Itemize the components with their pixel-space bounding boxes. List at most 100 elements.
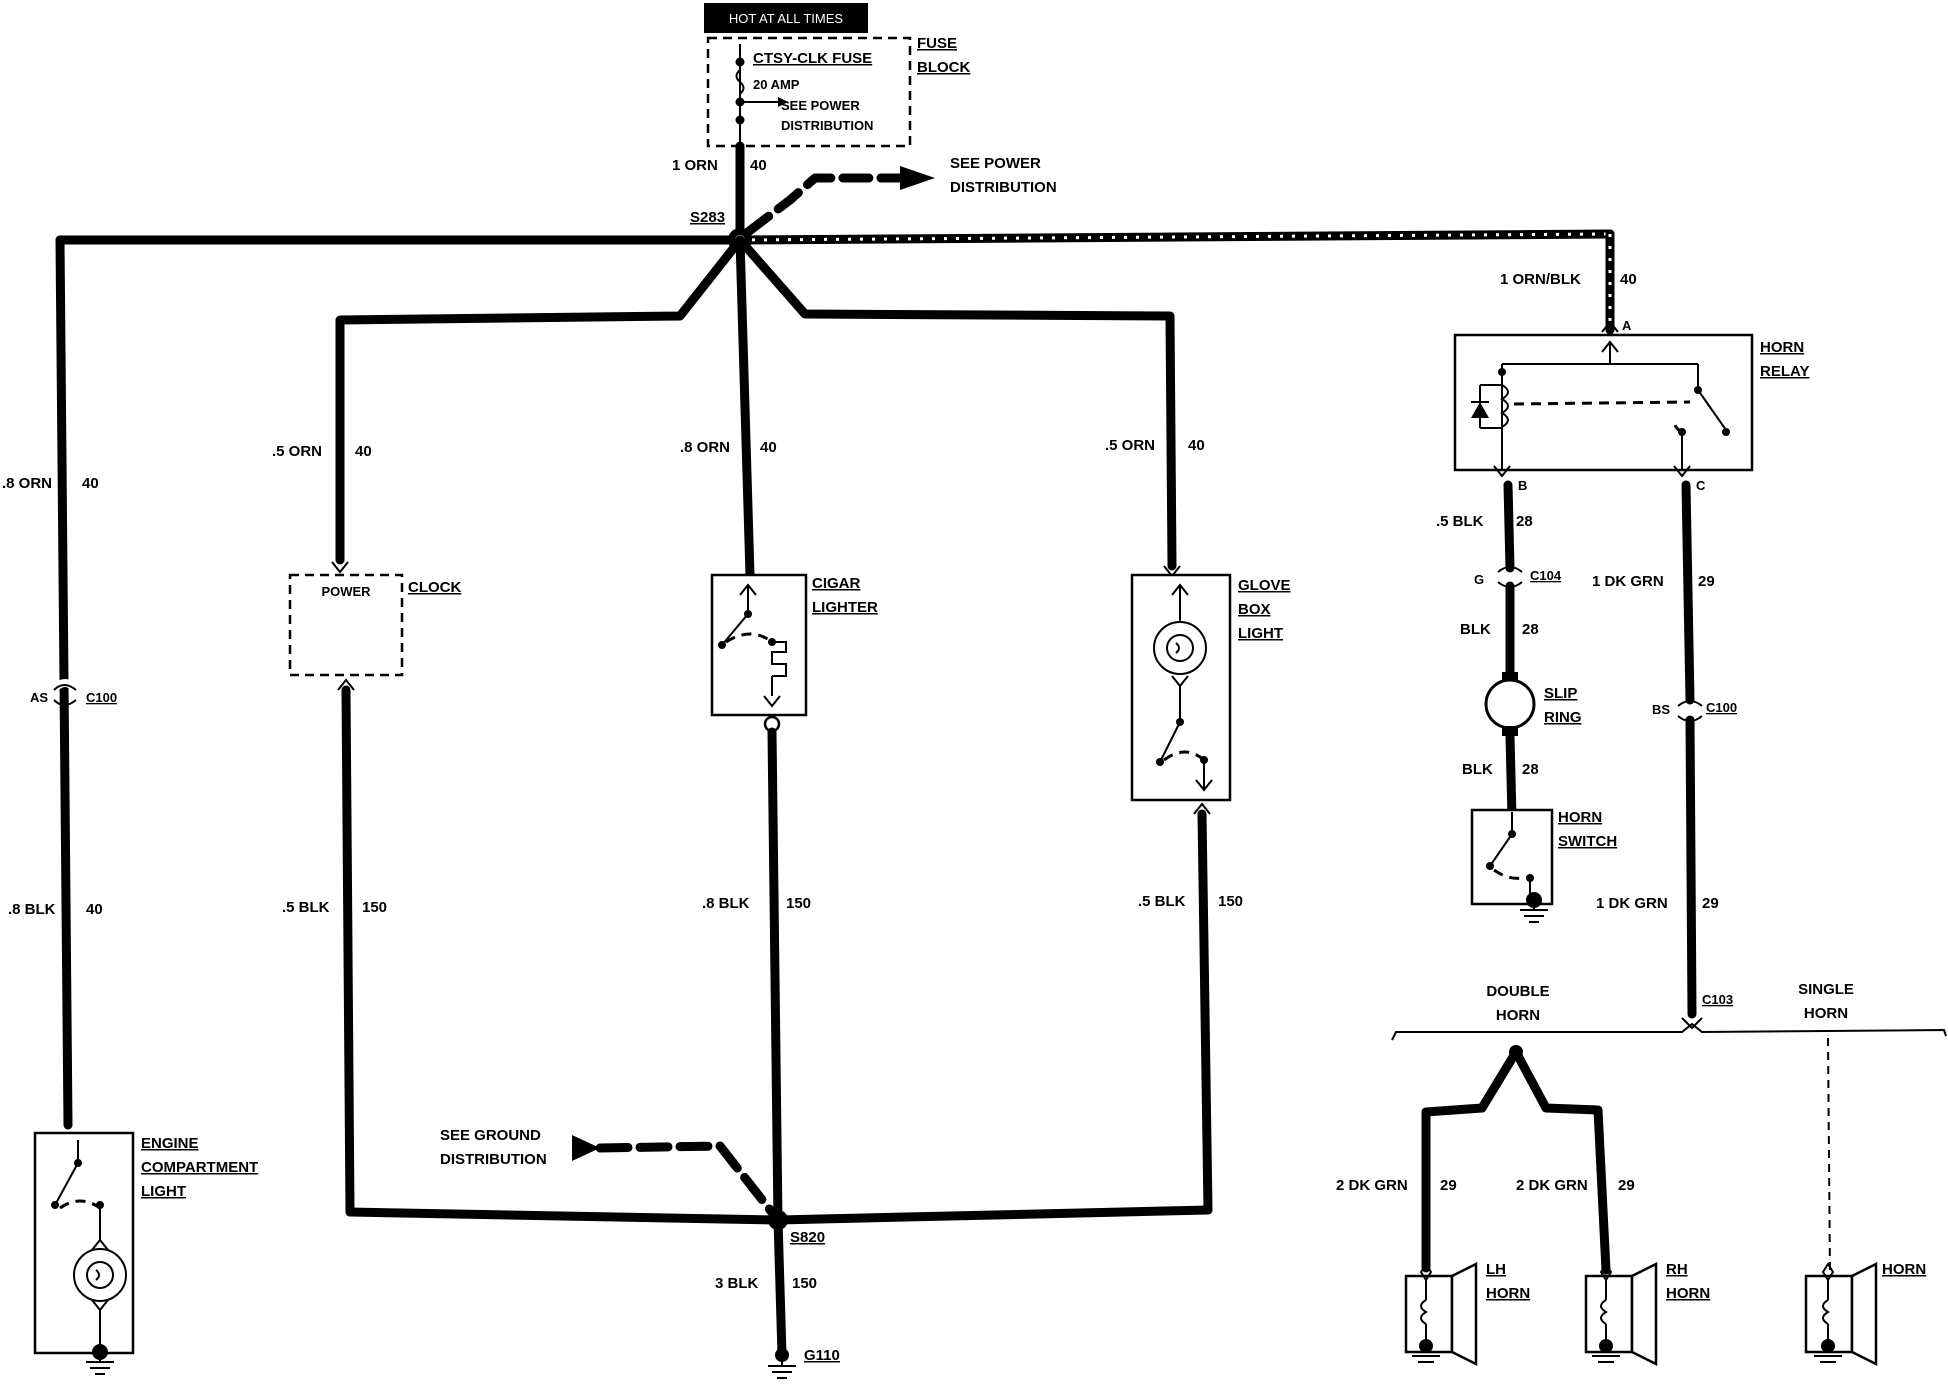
slip-ring-icon [1484,678,1536,730]
horn-output-circuit: 1 DK GRN 29 BS C100 1 DK GRN 29 C103 DOU… [1336,480,1947,1277]
fuse-rating: 20 AMP [753,77,800,92]
fuse-block-label-1: FUSE [917,35,957,52]
engine-compartment-light: ENGINE COMPARTMENT LIGHT [33,1131,258,1375]
g110-label: G110 [804,1347,840,1364]
ground-icon [86,1352,114,1375]
glove-label-3: LIGHT [1238,625,1283,642]
clock-top-color: .5 ORN [272,443,322,460]
c100-right-pin: BS [1652,702,1670,717]
cigar-top-color: .8 ORN [680,439,730,456]
horn-switch-ground-icon [1520,900,1548,923]
single-horn-2: HORN [1804,1005,1848,1022]
rh-horn: RH HORN [1584,1261,1710,1367]
eng-top-circuit: 40 [82,475,99,492]
rh-wire-circuit: 29 [1618,1177,1635,1194]
horn-switch-circuit: .5 BLK 28 G C104 BLK 28 SLIP RING BLK 28… [1436,480,1617,923]
relay-c2-circuit: 29 [1702,895,1719,912]
horn-label: HORN [1882,1261,1926,1278]
glove-bot-color: .5 BLK [1138,893,1186,910]
clock-top-circuit: 40 [355,443,372,460]
single-horn: HORN [1804,1261,1926,1367]
main-wire-color: 1 ORN [672,157,718,174]
c104-pin: G [1474,572,1484,587]
relay-c2-color: 1 DK GRN [1596,895,1668,912]
fuse-block: CTSY-CLK FUSE 20 AMP SEE POWER DISTRIBUT… [706,35,970,148]
clock-branch: .5 ORN 40 POWER CLOCK .5 BLK 150 [272,443,461,1217]
power-distribution-arrow: SEE POWER DISTRIBUTION [743,155,1057,237]
ground-distribution-arrow: SEE GROUND DISTRIBUTION [440,1127,783,1225]
horn-switch-label-1: HORN [1558,809,1602,826]
power-dist-line-2: DISTRIBUTION [950,179,1057,196]
relay-c-color: 1 DK GRN [1592,573,1664,590]
slip-label-1: SLIP [1544,685,1577,702]
relay-pin-c: C [1696,478,1706,493]
double-horn-1: DOUBLE [1486,983,1549,1000]
cigar-lighter [710,573,808,717]
c100-left-pin: AS [30,690,48,705]
g110-ground-icon [768,1355,796,1379]
main-feed-wire: 1 ORN 40 [672,141,767,243]
single-horn-icon [1850,1261,1878,1367]
c104-label: C104 [1530,568,1562,583]
cigar-branch: .8 ORN 40 CIGAR LIGHTER .8 BLK 150 [680,439,878,1227]
diode-icon [1471,402,1489,418]
rh-wire-color: 2 DK GRN [1516,1177,1588,1194]
clock-bot-circuit: 150 [362,899,387,916]
heater-element-icon [771,641,787,677]
clock-label: CLOCK [408,579,461,596]
glove-top-circuit: 40 [1188,437,1205,454]
eng-label-2: COMPARTMENT [141,1159,258,1176]
eng-label-3: LIGHT [141,1183,186,1200]
lh-label-2: HORN [1486,1285,1530,1302]
clock-power-label: POWER [321,584,371,599]
engine-lamp-icon [73,1248,127,1302]
clock-feed-wire [335,235,745,565]
cigar-bot-circuit: 150 [786,895,811,912]
slip-bot-circuit: 28 [1522,761,1539,778]
power-dist-line-1: SEE POWER [950,155,1041,172]
fuse-see-2: DISTRIBUTION [781,118,873,133]
slip-label-2: RING [1544,709,1582,726]
single-horn-1: SINGLE [1798,981,1854,998]
glove-label-1: GLOVE [1238,577,1291,594]
cigar-label-1: CIGAR [812,575,861,592]
eng-bot-circuit: 40 [86,901,103,918]
relay-label-1: HORN [1760,339,1804,356]
ground-wire-color: 3 BLK [715,1275,759,1292]
clock-bot-color: .5 BLK [282,899,330,916]
ground-dist-line-1: SEE GROUND [440,1127,541,1144]
glove-branch: .5 ORN 40 GLOVE BOX LIGHT .5 BLK 150 [1105,437,1291,1215]
cigar-feed-wire [735,235,755,580]
eng-top-color: .8 ORN [2,475,52,492]
ground-arrow-icon [572,1135,600,1161]
fuse-name: CTSY-CLK FUSE [753,50,872,67]
ground-wire-circuit: 150 [792,1275,817,1292]
option-bracket [1391,1022,1947,1041]
hot-label: HOT AT ALL TIMES [729,11,843,26]
slip-top-color: BLK [1460,621,1491,638]
splice-bottom-label: S820 [790,1229,825,1246]
lh-horn: LH HORN [1404,1261,1530,1367]
rh-horn-icon [1630,1261,1658,1367]
relay-pin-b: B [1518,478,1527,493]
slip-top-circuit: 28 [1522,621,1539,638]
cigar-bot-color: .8 BLK [702,895,750,912]
lh-wire-color: 2 DK GRN [1336,1177,1408,1194]
ground-dist-line-2: DISTRIBUTION [440,1151,547,1168]
eng-bot-color: .8 BLK [8,901,56,918]
fuse-block-label-2: BLOCK [917,59,970,76]
glove-feed-wire [735,235,1177,571]
splice-top-label: S283 [690,209,725,226]
eng-label-1: ENGINE [141,1135,199,1152]
power-arrow-icon [900,166,935,190]
fuse-see-1: SEE POWER [781,98,860,113]
cigar-label-2: LIGHTER [812,599,878,616]
engine-light-branch: .8 ORN 40 AS C100 .8 BLK 40 [2,235,117,1130]
horn-switch-label-2: SWITCH [1558,833,1617,850]
relay-feed-color: 1 ORN/BLK [1500,271,1581,288]
relay-c-circuit: 29 [1698,573,1715,590]
horn-relay: A HORN RELAY B C [1453,318,1809,493]
lh-label-1: LH [1486,1261,1506,1278]
lh-wire-circuit: 29 [1440,1177,1457,1194]
glove-lamp-icon [1153,621,1207,675]
